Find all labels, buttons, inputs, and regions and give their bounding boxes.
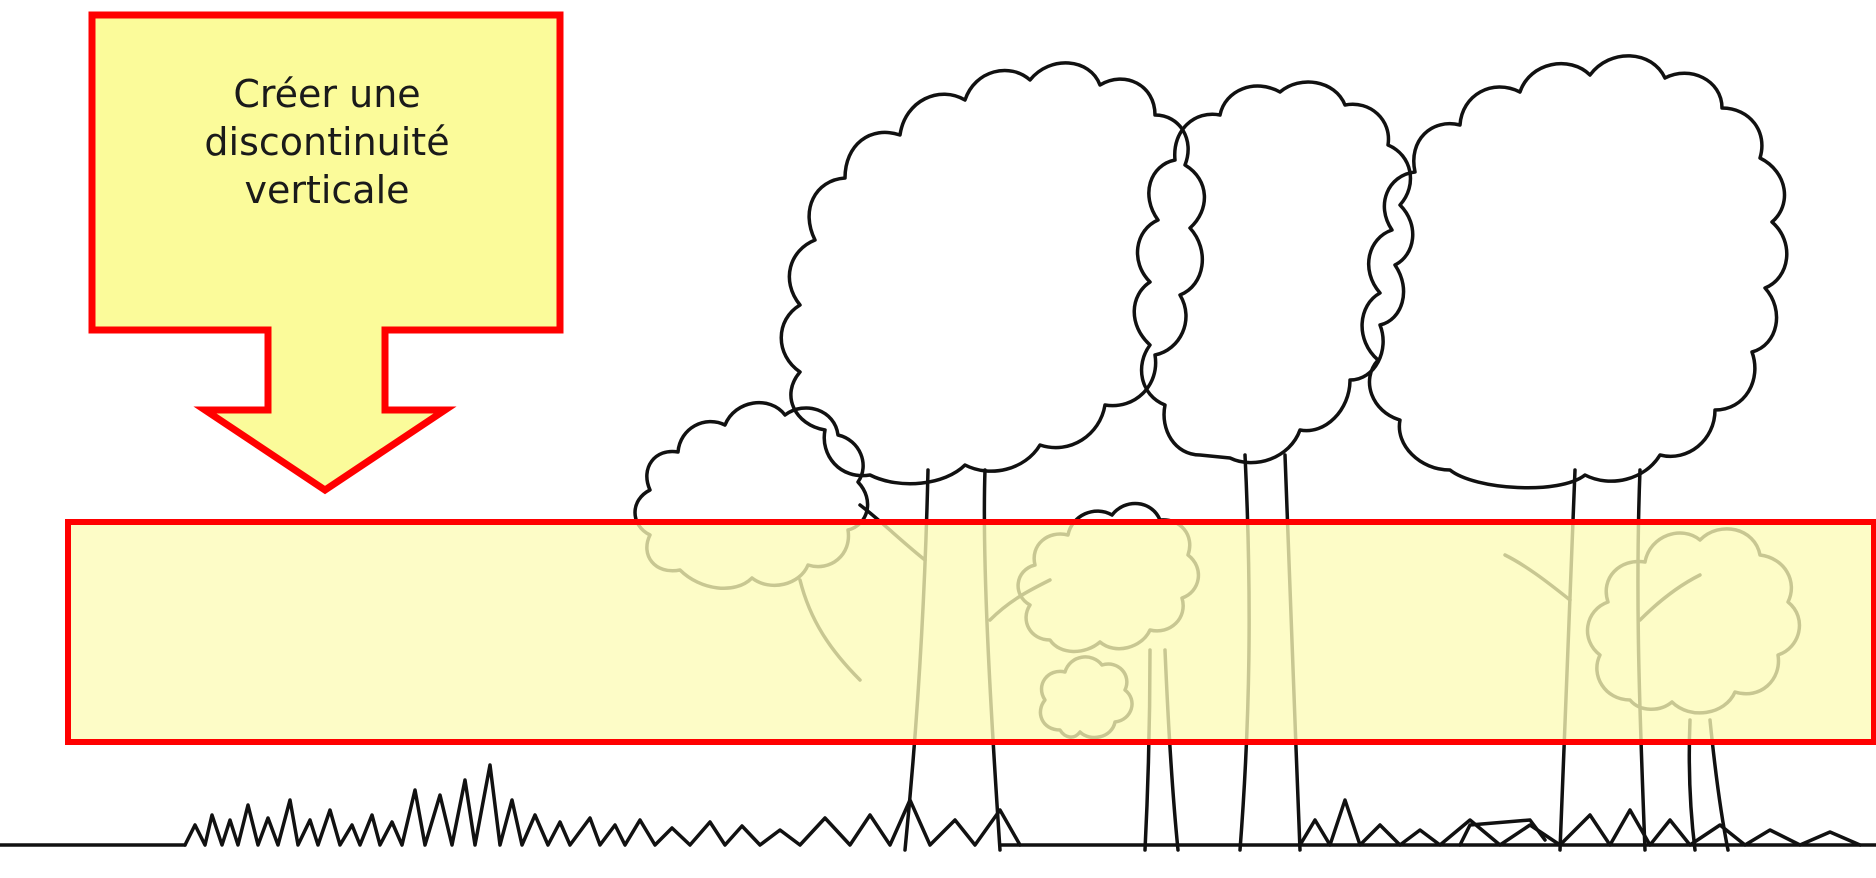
understory-highlight-band	[68, 522, 1874, 742]
callout-line-3: verticale	[92, 166, 562, 214]
grass	[185, 765, 1020, 845]
tree-3-crown	[1362, 56, 1787, 488]
callout-label: Créer une discontinuité verticale	[92, 70, 562, 214]
tree-1-crown	[781, 63, 1204, 484]
callout-line-1: Créer une	[92, 70, 562, 118]
callout-line-2: discontinuité	[92, 118, 562, 166]
